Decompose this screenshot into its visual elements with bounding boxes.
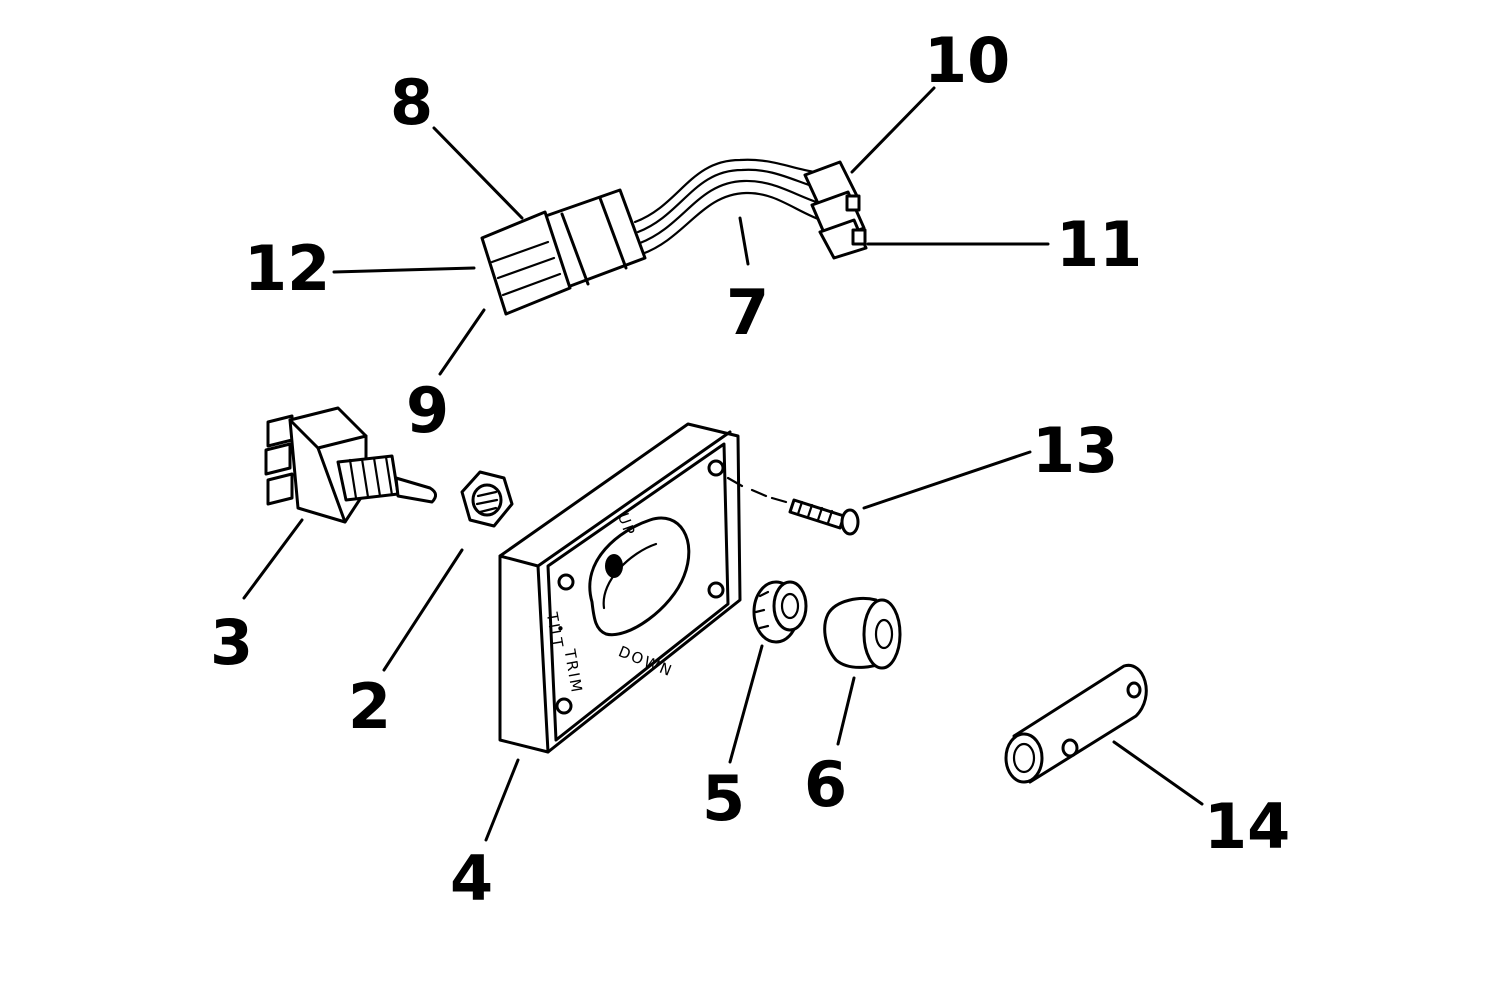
screw: [726, 476, 860, 536]
callout-12: 12: [244, 232, 330, 305]
callout-14: 14: [1204, 790, 1290, 863]
switch-panel: UP DOWN TILT • TRIM: [498, 422, 742, 754]
toggle-switch: [264, 406, 437, 524]
leader-lines: [242, 86, 1204, 842]
callout-6: 6: [804, 748, 847, 821]
callout-5: 5: [702, 762, 745, 835]
callout-10: 10: [924, 24, 1010, 97]
callout-8: 8: [390, 66, 433, 139]
knob: [823, 597, 902, 670]
callout-11: 11: [1056, 208, 1142, 281]
callout-4: 4: [450, 842, 493, 915]
callout-9: 9: [406, 374, 449, 447]
panel-dot-label: •: [556, 620, 567, 638]
callout-7: 7: [726, 276, 769, 349]
callout-3: 3: [210, 606, 253, 679]
hex-nut: [460, 470, 514, 528]
grommet: [752, 580, 808, 644]
sleeve: [1004, 663, 1148, 784]
callout-13: 13: [1032, 414, 1118, 487]
wiring-harness: [480, 158, 868, 316]
callout-2: 2: [348, 670, 391, 743]
callout-numbers: 2 3 4 5 6 7 8 9 10 11 12 13 14: [210, 24, 1290, 915]
